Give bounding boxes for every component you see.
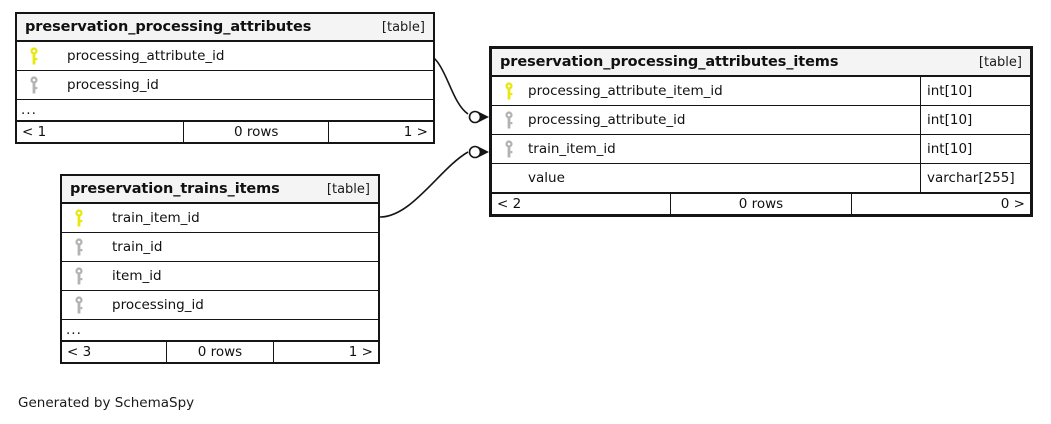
foreign-key-icon: [68, 233, 90, 261]
prev-page-button[interactable]: < 2: [497, 196, 522, 212]
column-cell: train_item_id: [62, 204, 378, 232]
no-key-placeholder: [498, 164, 520, 192]
generator-note: Generated by SchemaSpy: [18, 395, 195, 411]
table-row[interactable]: train_item_id: [62, 204, 378, 233]
table-row[interactable]: processing_attribute_id int[10]: [492, 106, 1030, 135]
column-cell: item_id: [62, 262, 378, 290]
prev-page-button[interactable]: < 1: [22, 124, 47, 140]
column-cell: processing_attribute_id: [492, 106, 920, 134]
next-page-button[interactable]: 1 >: [403, 124, 428, 140]
table-row[interactable]: train_id: [62, 233, 378, 262]
foreign-key-icon: [68, 262, 90, 290]
table-row[interactable]: value varchar[255]: [492, 164, 1030, 193]
next-page-button[interactable]: 0 >: [1000, 196, 1025, 212]
column-cell: processing_id: [17, 71, 433, 99]
table-header: preservation_processing_attributes [tabl…: [17, 14, 433, 42]
column-type: int[10]: [920, 135, 1030, 163]
relationship-marker-zero-circle-2: [468, 145, 482, 159]
relationship-marker-arrow-2: [478, 146, 489, 158]
column-type: int[10]: [920, 106, 1030, 134]
foreign-key-icon: [68, 291, 90, 319]
table-footer: < 2 0 rows 0 >: [492, 193, 1030, 214]
table-row[interactable]: item_id: [62, 262, 378, 291]
column-cell: processing_attribute_id: [17, 42, 433, 70]
column-name: train_id: [112, 239, 163, 255]
relationship-marker-arrow-1: [478, 111, 489, 123]
column-cell: train_item_id: [492, 135, 920, 163]
table-title: preservation_trains_items: [70, 181, 280, 197]
table-title: preservation_processing_attributes_items: [500, 54, 839, 70]
primary-key-icon: [498, 77, 520, 105]
column-name: item_id: [112, 268, 162, 284]
table-node-preservation-processing-attributes[interactable]: preservation_processing_attributes [tabl…: [15, 12, 435, 144]
column-cell: processing_attribute_item_id: [492, 77, 920, 105]
relationship-line-trains-items-to-items: [379, 151, 469, 218]
more-columns-indicator: ...: [62, 320, 378, 341]
row-count-label: 0 rows: [669, 194, 853, 214]
table-row[interactable]: processing_id: [62, 291, 378, 320]
table-kind-label: [table]: [381, 19, 425, 35]
row-count-label: 0 rows: [183, 122, 329, 142]
table-row[interactable]: train_item_id int[10]: [492, 135, 1030, 164]
column-name: value: [528, 170, 565, 186]
table-header: preservation_processing_attributes_items…: [492, 49, 1030, 77]
table-title: preservation_processing_attributes: [25, 19, 312, 35]
column-name: train_item_id: [528, 141, 616, 157]
column-type: int[10]: [920, 77, 1030, 105]
table-row[interactable]: processing_id: [17, 71, 433, 100]
prev-page-button[interactable]: < 3: [67, 344, 92, 360]
table-kind-label: [table]: [326, 181, 370, 197]
primary-key-icon: [23, 42, 45, 70]
next-page-button[interactable]: 1 >: [348, 344, 373, 360]
table-node-preservation-trains-items[interactable]: preservation_trains_items [table] train_…: [60, 174, 380, 364]
table-node-preservation-processing-attributes-items[interactable]: preservation_processing_attributes_items…: [489, 46, 1033, 217]
table-footer: < 1 0 rows 1 >: [17, 121, 433, 142]
column-cell: train_id: [62, 233, 378, 261]
foreign-key-icon: [498, 135, 520, 163]
column-type: varchar[255]: [920, 164, 1030, 192]
column-name: processing_id: [112, 297, 204, 313]
table-kind-label: [table]: [978, 54, 1022, 70]
table-row[interactable]: processing_attribute_item_id int[10]: [492, 77, 1030, 106]
column-cell: value: [492, 164, 920, 192]
row-count-label: 0 rows: [166, 342, 274, 362]
foreign-key-icon: [23, 71, 45, 99]
column-name: processing_id: [67, 77, 159, 93]
column-name: train_item_id: [112, 210, 200, 226]
column-name: processing_attribute_id: [528, 112, 686, 128]
column-name: processing_attribute_item_id: [528, 83, 723, 99]
more-columns-indicator: ...: [17, 100, 433, 121]
table-row[interactable]: processing_attribute_id: [17, 42, 433, 71]
relationship-marker-zero-circle-1: [468, 110, 482, 124]
table-header: preservation_trains_items [table]: [62, 176, 378, 204]
foreign-key-icon: [498, 106, 520, 134]
primary-key-icon: [68, 204, 90, 232]
column-name: processing_attribute_id: [67, 48, 225, 64]
table-footer: < 3 0 rows 1 >: [62, 341, 378, 362]
column-cell: processing_id: [62, 291, 378, 319]
